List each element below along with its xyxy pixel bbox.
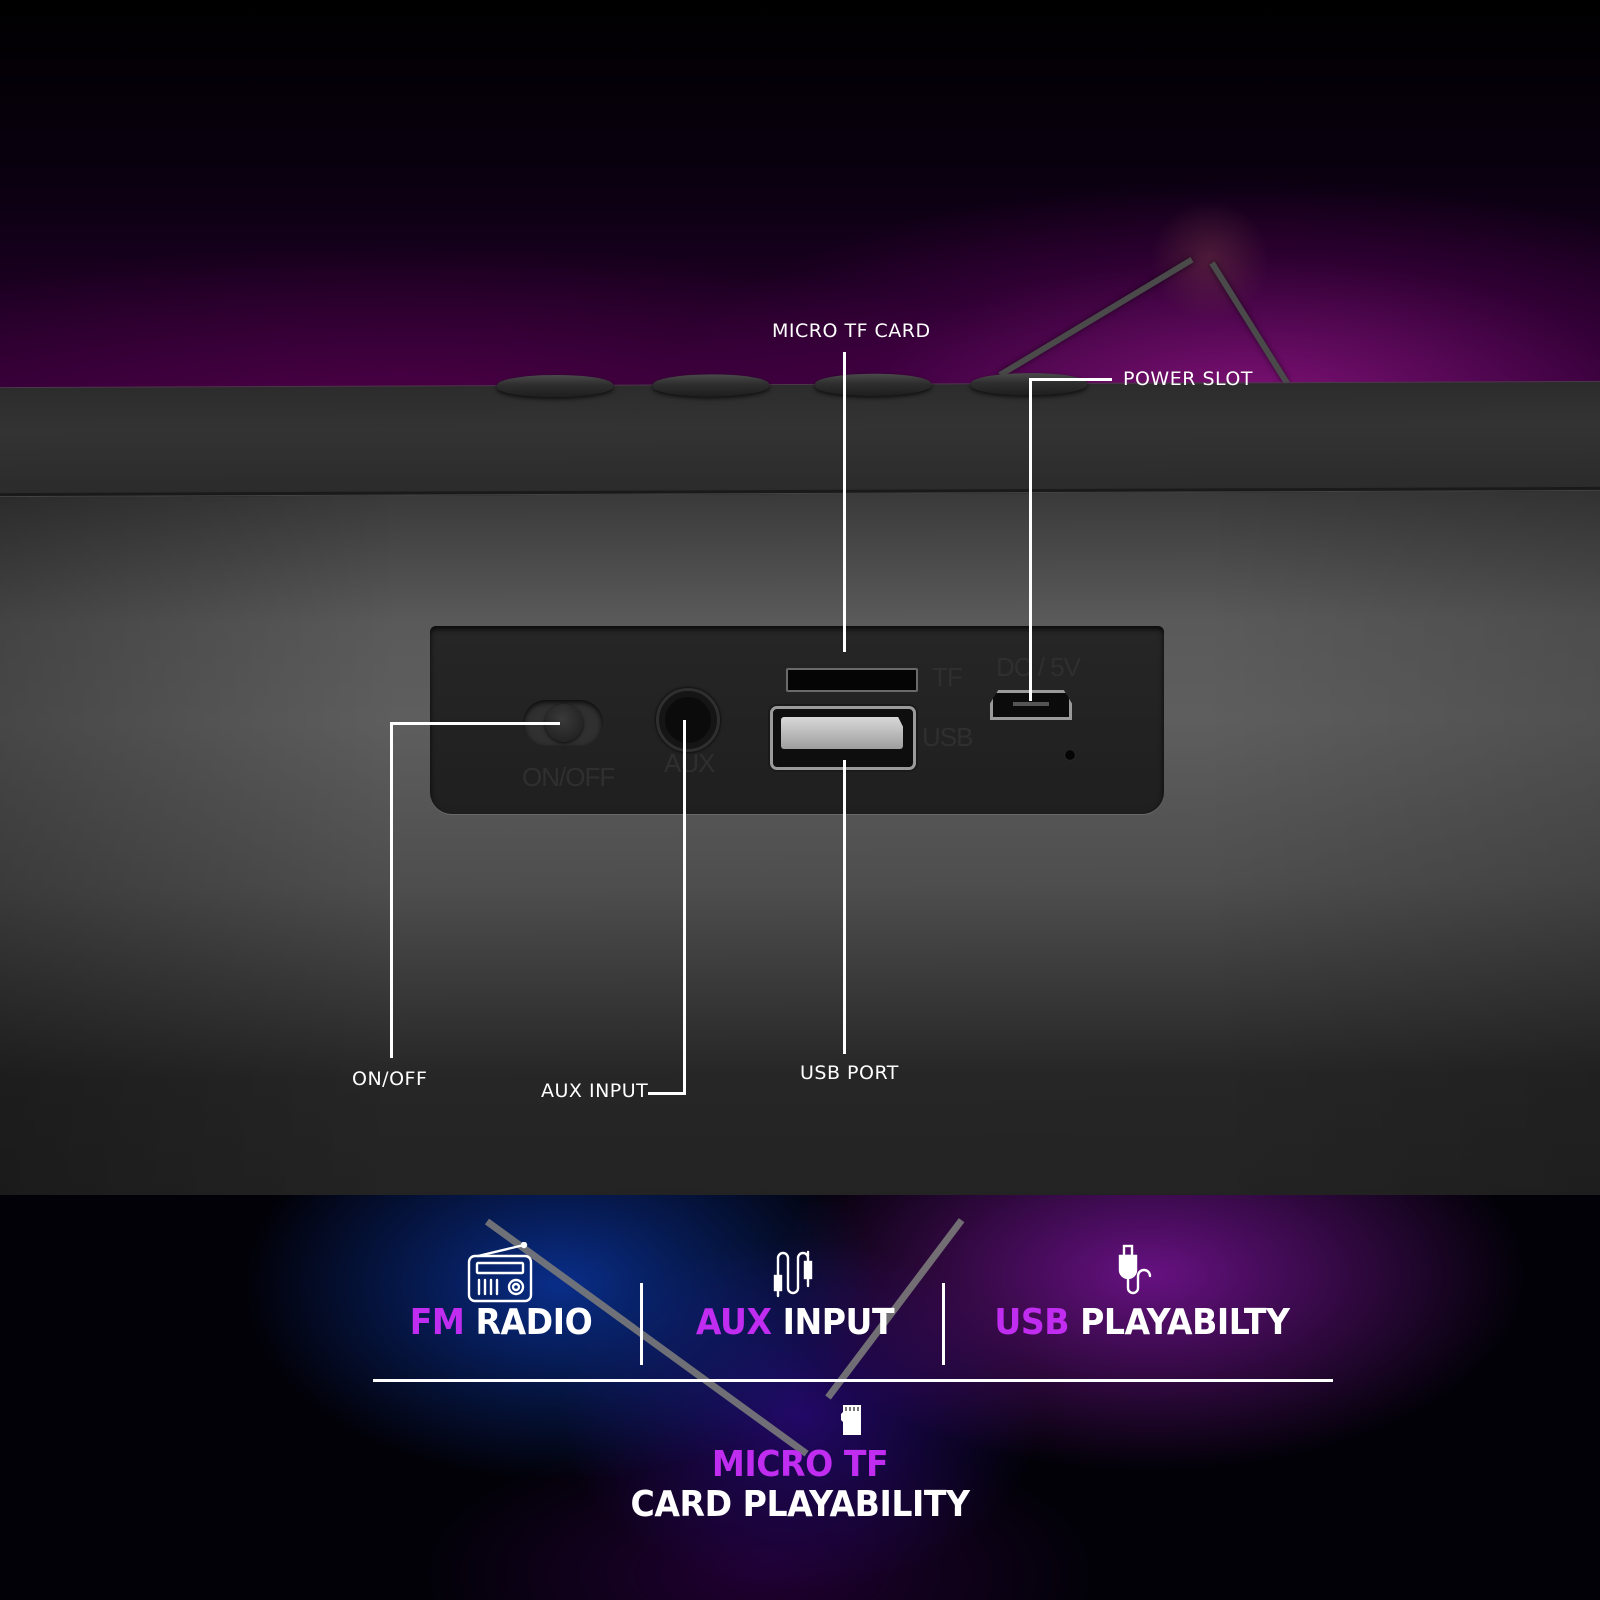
feature-label: RADIO bbox=[475, 1302, 593, 1343]
callout-line bbox=[1029, 378, 1112, 381]
panel-label-aux: AUX bbox=[664, 748, 715, 778]
callout-on-off: ON/OFF bbox=[352, 1068, 428, 1090]
feature-accent: FM bbox=[409, 1302, 465, 1343]
aux-cable-icon bbox=[773, 1250, 813, 1298]
divider-horizontal bbox=[373, 1379, 1333, 1382]
background-bottom-glow bbox=[0, 1195, 1600, 1600]
panel-label-onoff: ON/OFF bbox=[522, 762, 615, 792]
callout-line bbox=[843, 760, 846, 1054]
feature-usb-playability: USB PLAYABILTY bbox=[994, 1302, 1290, 1343]
divider bbox=[640, 1283, 643, 1365]
speaker-front-face bbox=[0, 490, 1600, 1208]
feature-accent: USB bbox=[994, 1302, 1070, 1343]
callout-micro-tf-card: MICRO TF CARD bbox=[772, 320, 931, 342]
panel-label-tf: TF bbox=[932, 662, 963, 692]
callout-line bbox=[683, 720, 686, 1095]
callout-line bbox=[1029, 378, 1032, 701]
usb-port-tongue bbox=[781, 717, 903, 749]
callout-line bbox=[390, 722, 560, 725]
power-switch bbox=[523, 700, 603, 746]
usb-cable-icon bbox=[1118, 1244, 1152, 1295]
feature-label: PLAYABILTY bbox=[1080, 1302, 1290, 1343]
led-indicator bbox=[1065, 750, 1075, 760]
callout-line bbox=[648, 1092, 686, 1095]
panel-label-usb: USB bbox=[922, 722, 973, 752]
feature-aux-input: AUX INPUT bbox=[689, 1302, 901, 1343]
callout-usb-port: USB PORT bbox=[800, 1062, 899, 1084]
divider bbox=[942, 1283, 945, 1365]
triangle-glow bbox=[1150, 200, 1270, 320]
aux-jack bbox=[656, 688, 720, 752]
feature-fm-radio: FM RADIO bbox=[404, 1302, 597, 1343]
callout-line bbox=[390, 722, 393, 1058]
background-top-glow bbox=[0, 0, 1600, 400]
port-panel: ON/OFF AUX TF USB DC / 5V bbox=[430, 626, 1164, 814]
radio-icon bbox=[467, 1242, 533, 1303]
feature-card-playability: CARD PLAYABILITY bbox=[616, 1484, 984, 1525]
feature-label: INPUT bbox=[782, 1302, 895, 1343]
feature-accent: AUX bbox=[695, 1302, 772, 1343]
callout-power-slot: POWER SLOT bbox=[1123, 368, 1253, 390]
callout-aux-input: AUX INPUT bbox=[541, 1080, 649, 1102]
tf-card-slot bbox=[786, 668, 918, 692]
callout-line bbox=[843, 352, 846, 652]
top-button bbox=[653, 374, 769, 397]
micro-usb-inner bbox=[1013, 702, 1049, 706]
top-button bbox=[815, 373, 931, 396]
feature-accent: MICRO TF bbox=[711, 1444, 889, 1485]
panel-label-dc: DC / 5V bbox=[996, 652, 1081, 682]
feature-label: CARD PLAYABILITY bbox=[630, 1484, 970, 1525]
top-button bbox=[497, 374, 613, 398]
feature-micro-tf-accent: MICRO TF bbox=[616, 1444, 984, 1485]
micro-sd-card-icon bbox=[841, 1405, 861, 1435]
speaker-top-surface bbox=[0, 372, 1600, 495]
